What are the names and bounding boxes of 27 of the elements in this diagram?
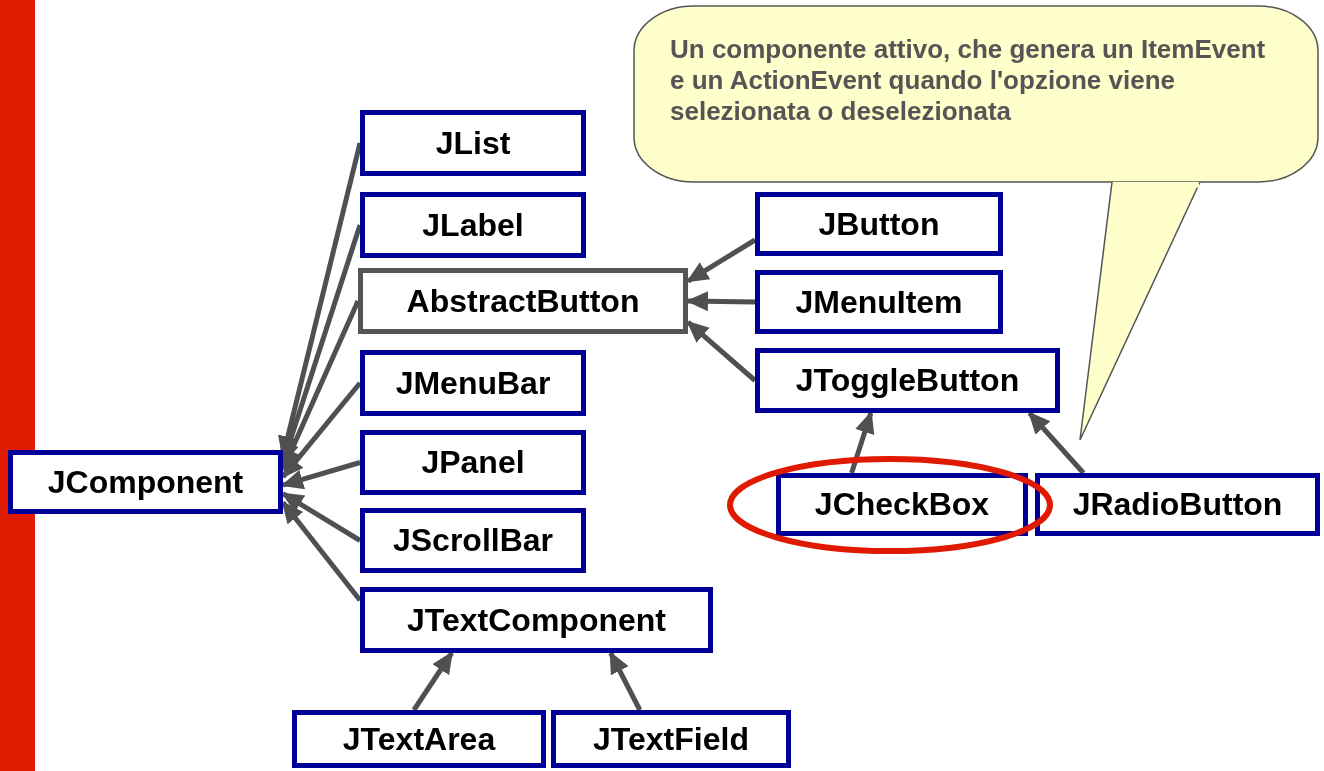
- inheritance-arrow: [281, 460, 361, 490]
- class-box: JMenuItem: [755, 270, 1003, 334]
- inheritance-arrow: [686, 237, 757, 284]
- class-box: JCheckBox: [776, 473, 1028, 536]
- class-box: JList: [360, 110, 586, 176]
- class-box: JMenuBar: [360, 350, 586, 416]
- class-box: JComponent: [8, 450, 283, 514]
- class-box: JToggleButton: [755, 348, 1060, 413]
- callout-text: Un componente attivo, che genera un ItemEvent e un ActionEvent quando l'opzione viene selezionata o deselezionata: [669, 33, 1267, 127]
- class-box: JLabel: [360, 192, 586, 258]
- class-box: JPanel: [360, 430, 586, 495]
- inheritance-arrow: [608, 651, 643, 712]
- class-box: JButton: [755, 192, 1003, 256]
- inheritance-arrow: [281, 500, 362, 602]
- inheritance-arrow: [849, 411, 875, 474]
- inheritance-arrow: [1027, 411, 1086, 475]
- class-box: JScrollBar: [360, 508, 586, 573]
- class-box: AbstractButton: [358, 268, 688, 334]
- class-box: JRadioButton: [1035, 473, 1320, 536]
- inheritance-arrow: [281, 491, 362, 543]
- class-box: JTextComponent: [360, 587, 713, 653]
- class-box: JTextField: [551, 710, 791, 768]
- class-box: JTextArea: [292, 710, 546, 768]
- inheritance-arrow: [686, 320, 757, 383]
- inheritance-arrow: [411, 651, 454, 712]
- inheritance-arrow: [281, 381, 362, 479]
- inheritance-arrow: [686, 291, 756, 312]
